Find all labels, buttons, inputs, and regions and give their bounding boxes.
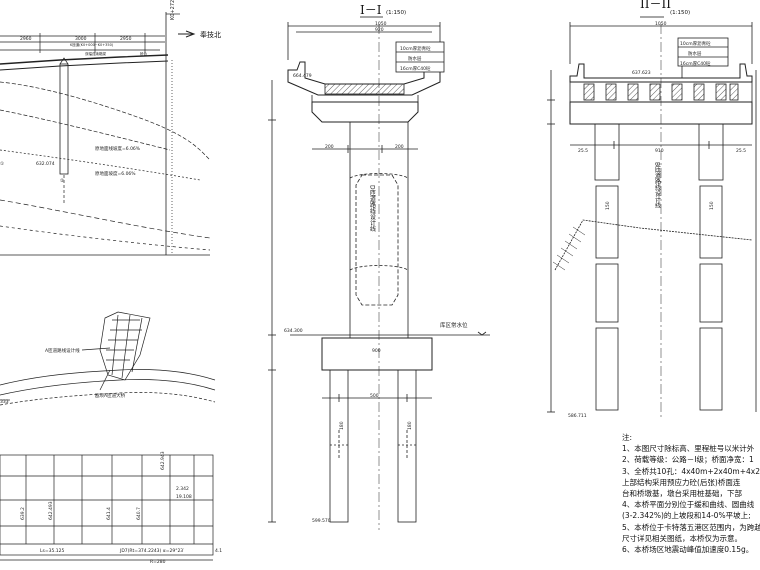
section-2-layer-3: 16cm厚C40砼 <box>680 60 711 67</box>
elevation-label-1: 632.074 <box>36 161 55 167</box>
bottom-left-label: 333 <box>0 399 9 405</box>
slope-note-2: 原地面坡度=6.06% <box>95 170 136 177</box>
section-1-dim-cap-left: 200 <box>325 144 334 150</box>
road-label: A匝道路线设计线 <box>45 347 80 354</box>
direction-label: 奉技北 <box>200 30 221 39</box>
circle-mark-2: ② <box>60 178 64 184</box>
section-2-pier-text: B匝道路线设计线 <box>654 162 661 208</box>
section-1-layer-2: 防水层 <box>408 55 422 62</box>
section-2-drawing <box>547 22 757 420</box>
section-1-water-label: 库区常水位 <box>440 321 468 329</box>
bridge-label: 瓯坝A匝道大桥 <box>95 392 126 399</box>
section-1-dim-inner: 920 <box>375 27 384 33</box>
section-1-dim-pile-1: 180 <box>339 421 345 430</box>
svg-text:K匝道(K0+000~K0+350): K匝道(K0+000~K0+350) <box>70 42 114 47</box>
note-item-4: 上部结构采用预应力砼(后张)桥面连 <box>622 477 741 487</box>
svg-text:2.342: 2.342 <box>176 486 189 492</box>
section-1-labels: 1050 920 10cm厚沥青砼 防水层 16cm厚C40砼 664.479 … <box>284 21 468 524</box>
svg-text:639.2: 639.2 <box>20 507 26 520</box>
section-1-dim-cap-right: 200 <box>395 144 404 150</box>
section-2-dim-total: 1050 <box>655 21 667 27</box>
note-item-6: 4、本桥平面分别位于缓和曲线、圆曲线 <box>622 500 755 510</box>
plan-view <box>0 311 216 406</box>
section-1-layer-1: 10cm厚沥青砼 <box>400 45 431 52</box>
section-1-title: I－I <box>360 3 382 17</box>
svg-text:2950: 2950 <box>120 36 132 42</box>
svg-text:K0+272.5: K0+272.5 <box>170 0 176 20</box>
svg-text:R=280: R=280 <box>150 559 166 565</box>
section-1-elev-water: 634.300 <box>284 328 303 334</box>
section-2-labels: 1050 10cm厚沥青砼 防水层 16cm厚C40砼 637.623 25.5… <box>568 21 746 419</box>
section-1-pier-text: D匝道路线设计线 <box>369 185 376 232</box>
section-1-dim-pile-span: 500 <box>370 393 379 399</box>
section-2-dim-pile-right: 150 <box>709 201 715 210</box>
section-2-elev-bottom: 586.711 <box>568 413 587 419</box>
section-2-dim-right: 25.5 <box>736 148 746 154</box>
section-2-elev-top: 637.623 <box>632 70 651 76</box>
svg-text:JD7(Rt=374.2243) α=29°23′: JD7(Rt=374.2243) α=29°23′ <box>119 548 184 554</box>
section-1-layer-3: 16cm厚C40砼 <box>400 65 431 72</box>
section-1-elev-top: 664.479 <box>293 73 312 79</box>
note-item-5: 台和桥墩基，墩台采用桩基础，下部 <box>622 489 742 499</box>
svg-text:642.493: 642.493 <box>48 501 54 520</box>
slope-note-1: 原地面线坡度=6.06% <box>95 145 141 152</box>
note-item-9: 尺寸详见相关图纸，本桥仅为示意。 <box>622 533 742 543</box>
svg-text:640.7: 640.7 <box>136 507 142 520</box>
section-1-dim-total: 1050 <box>375 21 387 27</box>
note-item-10: 6、本桥场区地震动峰值加速度0.15g。 <box>622 545 754 555</box>
section-2-layer-1: 10cm厚沥青砼 <box>680 40 711 47</box>
svg-text:4.1: 4.1 <box>215 548 222 554</box>
section-2-scale: (1:150) <box>670 10 690 16</box>
svg-text:19.108: 19.108 <box>176 494 192 500</box>
section-1-dim-footing: 900 <box>372 348 381 354</box>
profile-annotations: 2960 3000 2950 K匝道(K0+000~K0+350) 双幅连续箱梁… <box>20 0 176 56</box>
svg-text:桥台: 桥台 <box>140 51 147 56</box>
note-item-3: 3、全桥共10孔：4x40m+2x40m+4x20m+4 <box>622 466 760 476</box>
svg-text:双幅连续箱梁: 双幅连续箱梁 <box>85 51 106 56</box>
profile-table <box>0 454 214 561</box>
section-2-title: II－II <box>640 0 671 11</box>
section-2-dim-mid: 910 <box>655 148 664 154</box>
design-notes: 注: 1、本图尺寸除标高、里程桩号以米计外 2、荷载等级：公路－I级；桥面净宽：… <box>622 432 760 555</box>
table-values: 642.943 2.342 19.108 639.2 642.493 641.4… <box>20 451 222 565</box>
svg-text:2960: 2960 <box>20 36 32 42</box>
section-1-drawing <box>268 22 490 530</box>
notes-heading: 注: <box>622 433 633 442</box>
section-2-layer-2: 防水层 <box>688 50 702 57</box>
svg-text:642.943: 642.943 <box>160 451 166 470</box>
section-2-dim-pile-left: 150 <box>605 201 611 210</box>
note-item-7: (3-2.342%)的上坡段和14-0%平坡上; <box>622 511 751 521</box>
note-item-1: 1、本图尺寸除标高、里程桩号以米计外 <box>622 444 755 454</box>
note-item-8: 5、本桥位于卡特落五港区范围内，为跨越 <box>622 522 760 532</box>
section-1-elev-bottom: 599.570 <box>312 518 331 524</box>
note-item-2: 2、荷载等级：公路－I级；桥面净宽：1 <box>622 455 754 465</box>
svg-text:3000: 3000 <box>75 36 87 42</box>
svg-text:641.4: 641.4 <box>106 507 112 520</box>
section-1-dim-pile-2: 180 <box>407 421 413 430</box>
circle-mark-1: ① <box>0 161 4 167</box>
section-2-dim-left: 25.5 <box>578 148 588 154</box>
longitudinal-profile <box>0 12 211 256</box>
section-1-scale: (1:150) <box>386 10 406 16</box>
svg-text:Ls=35.125: Ls=35.125 <box>40 548 65 554</box>
